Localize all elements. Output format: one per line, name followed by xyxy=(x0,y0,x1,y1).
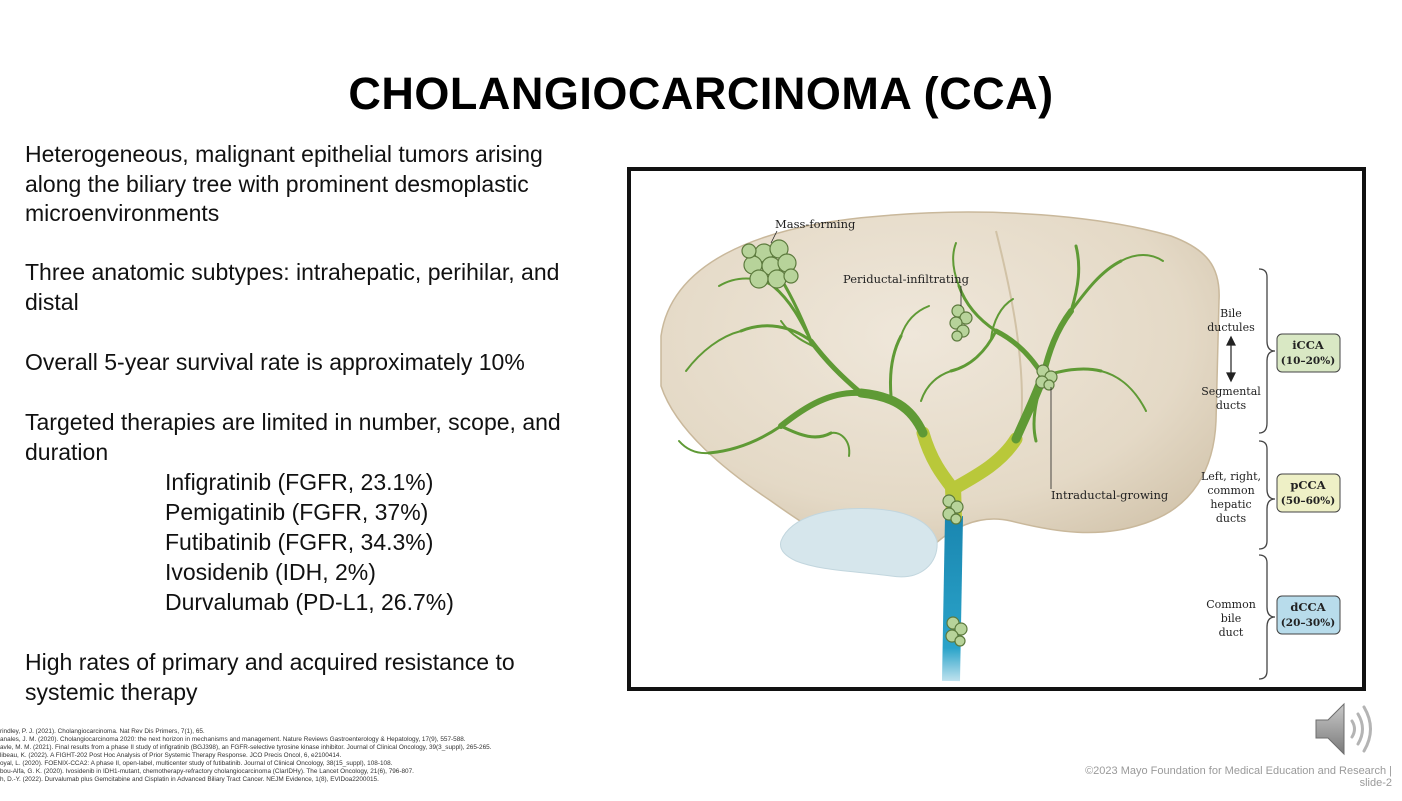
bullet-heterogeneous: Heterogeneous, malignant epithelial tumo… xyxy=(25,140,610,229)
bullet-line: along the biliary tree with prominent de… xyxy=(25,170,529,197)
subtype-name: iCCA xyxy=(1292,338,1325,352)
reference-item: oyal, L. (2020). FOENIX-CCA2: A phase II… xyxy=(0,760,393,767)
therapy-item: Pemigatinib (FGFR, 37%) xyxy=(165,499,429,525)
region-labels: Bile ductules Segmental ducts Left, righ… xyxy=(1201,307,1261,639)
references: rindley, P. J. (2021). Cholangiocarcinom… xyxy=(0,728,600,784)
bullet-line: Three anatomic subtypes: intrahepatic, p… xyxy=(25,259,560,285)
slide-title: CHOLANGIOCARCINOMA (CCA) xyxy=(348,68,1054,119)
label-cbd-2: bile xyxy=(1221,612,1242,625)
bullet-survival: Overall 5-year survival rate is approxim… xyxy=(25,348,610,378)
cca-anatomy-figure: Mass-forming Periductal-infiltrating Int… xyxy=(627,167,1366,691)
mass-forming-tumor xyxy=(741,239,799,289)
bullet-subtypes: Three anatomic subtypes: intrahepatic, p… xyxy=(25,258,610,317)
periductal-tumor xyxy=(949,304,973,342)
region-brackets xyxy=(1258,268,1276,680)
bullet-line: High rates of primary and acquired resis… xyxy=(25,649,515,675)
bullet-resistance: High rates of primary and acquired resis… xyxy=(25,648,610,707)
bullet-line: Overall 5-year survival rate is approxim… xyxy=(25,349,525,375)
lobe-division xyxy=(995,230,1023,427)
label-mass-forming: Mass-forming xyxy=(775,217,856,231)
therapy-item: Infigratinib (FGFR, 23.1%) xyxy=(165,469,434,495)
bullet-line: microenvironments xyxy=(25,200,220,226)
therapy-list: Infigratinib (FGFR, 23.1%) Pemigatinib (… xyxy=(165,467,454,617)
bullet-line: Targeted therapies are limited in number… xyxy=(25,409,561,435)
label-segmental: Segmental xyxy=(1201,385,1261,398)
subtype-pcca-box: pCCA (50–60%) xyxy=(1276,473,1341,513)
bullet-targeted: Targeted therapies are limited in number… xyxy=(25,408,610,467)
common-bile-duct xyxy=(942,515,963,682)
label-cbd: Common xyxy=(1206,598,1256,611)
slide-footer: ©2023 Mayo Foundation for Medical Educat… xyxy=(1085,765,1392,789)
distal-tumor xyxy=(945,616,968,647)
subtype-name: dCCA xyxy=(1290,600,1326,614)
subtype-dcca-box: dCCA (20–30%) xyxy=(1276,595,1341,635)
therapy-item: Durvalumab (PD-L1, 26.7%) xyxy=(165,589,454,615)
reference-item: libeau, K. (2022). A FIGHT-202 Post Hoc … xyxy=(0,752,342,759)
subtype-range: (10–20%) xyxy=(1281,355,1335,367)
label-hepatic: Left, right, xyxy=(1201,470,1261,483)
label-segmental-2: ducts xyxy=(1216,399,1247,412)
subtype-range: (20–30%) xyxy=(1281,617,1335,629)
bullet-line: Heterogeneous, malignant epithelial tumo… xyxy=(25,141,543,167)
reference-item: anales, J. M. (2020). Cholangiocarcinoma… xyxy=(0,736,466,743)
reference-item: rindley, P. J. (2021). Cholangiocarcinom… xyxy=(0,728,205,735)
subtype-icca-box: iCCA (10–20%) xyxy=(1276,333,1341,373)
right-hepatic-duct xyxy=(946,432,1023,496)
bullet-line: distal xyxy=(25,288,79,315)
label-intraductal: Intraductal-growing xyxy=(1051,488,1169,502)
label-bile-ductules: Bile xyxy=(1220,307,1242,320)
liver-diagram: Mass-forming Periductal-infiltrating Int… xyxy=(660,211,1341,682)
left-duct-tree xyxy=(678,277,930,457)
label-hepatic-4: ducts xyxy=(1216,512,1247,525)
bullet-line: systemic therapy xyxy=(25,678,198,705)
reference-item: h, D.-Y. (2022). Durvalumab plus Gemcita… xyxy=(0,776,379,783)
subtype-name: pCCA xyxy=(1290,478,1326,492)
therapy-item: Futibatinib (FGFR, 34.3%) xyxy=(165,529,434,555)
label-hepatic-2: common xyxy=(1207,484,1254,497)
subtype-range: (50–60%) xyxy=(1281,495,1335,507)
intraductal-tumor-right xyxy=(1035,364,1058,391)
label-bile-ductules-2: ductules xyxy=(1207,321,1255,334)
reference-item: avle, M. M. (2021). Final results from a… xyxy=(0,744,492,751)
label-hepatic-3: hepatic xyxy=(1210,498,1251,511)
mass-forming-leader xyxy=(770,230,778,244)
bullet-line: duration xyxy=(25,438,109,465)
double-arrow-icon xyxy=(1226,335,1236,383)
speaker-volume-icon[interactable] xyxy=(1310,694,1386,764)
reference-item: bou-Alfa, G. K. (2020). Ivosidenib in ID… xyxy=(0,768,414,775)
gallbladder xyxy=(780,508,938,578)
intraductal-tumor-hilum xyxy=(942,494,964,525)
label-cbd-3: duct xyxy=(1219,626,1244,639)
label-periductal: Periductal-infiltrating xyxy=(843,272,970,286)
therapy-item: Ivosidenib (IDH, 2%) xyxy=(165,559,376,585)
